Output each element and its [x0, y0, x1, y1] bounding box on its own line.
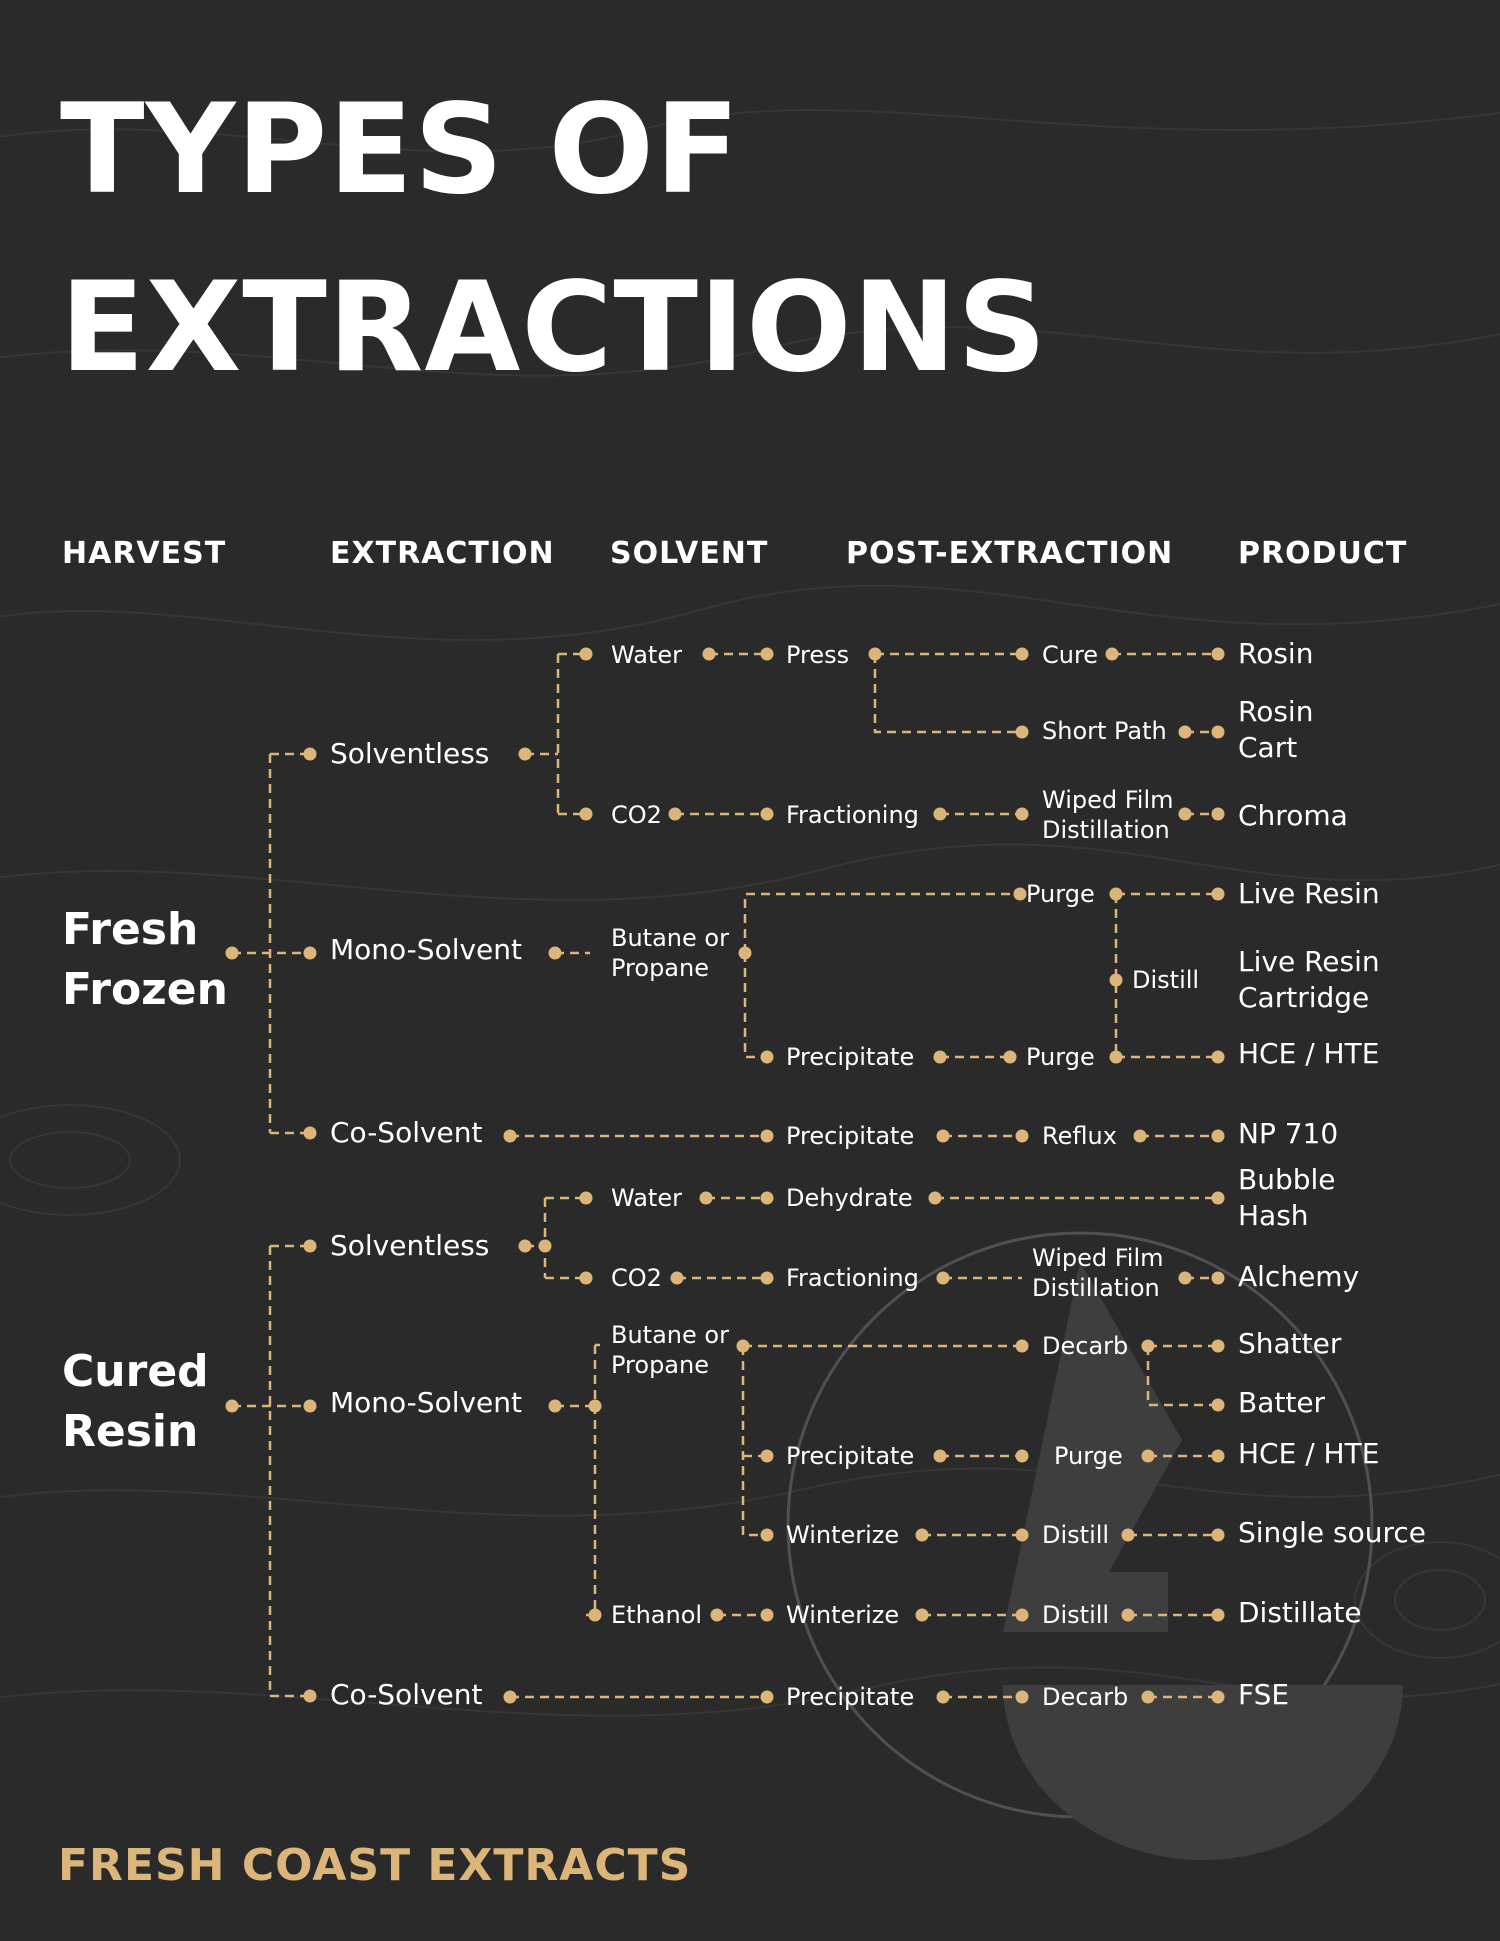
harvest-cured-resin: Cured Resin [62, 1346, 209, 1457]
node-cr-fractioning: Fractioning [786, 1264, 919, 1292]
node-cr-decarb-1: Decarb [1042, 1332, 1129, 1360]
brand-footer: FRESH COAST EXTRACTS [58, 1840, 692, 1891]
node-ff-purge-2: Purge [1026, 1043, 1095, 1071]
node-ff-solventless: Solventless [330, 737, 490, 770]
node-cr-distill-1: Distill [1042, 1521, 1110, 1549]
node-cr-precipitate-2: Precipitate [786, 1683, 915, 1711]
product-hce-hte-2: HCE / HTE [1238, 1437, 1380, 1470]
node-cr-decarb-2: Decarb [1042, 1683, 1129, 1711]
product-fse: FSE [1238, 1678, 1290, 1711]
node-cr-solventless: Solventless [330, 1229, 490, 1262]
node-cr-butane-propane: Butane or Propane [611, 1321, 729, 1379]
node-ff-co-solvent: Co-Solvent [330, 1116, 483, 1149]
node-cr-winterize-2: Winterize [786, 1601, 900, 1629]
product-rosin-cart: Rosin Cart [1238, 695, 1314, 764]
node-ff-short-path: Short Path [1042, 717, 1167, 745]
node-ff-press: Press [786, 641, 850, 669]
column-header-harvest: HARVEST [62, 536, 227, 571]
node-cr-water: Water [611, 1184, 682, 1212]
node-ff-reflux: Reflux [1042, 1122, 1117, 1150]
product-chroma: Chroma [1238, 799, 1348, 832]
page-title-line-2: EXTRACTIONS [60, 256, 1048, 400]
column-header-product: PRODUCT [1238, 536, 1408, 571]
node-ff-distill: Distill [1132, 966, 1200, 994]
node-ff-cure: Cure [1042, 641, 1099, 669]
product-rosin: Rosin [1238, 637, 1314, 670]
column-header-extraction: EXTRACTION [330, 536, 555, 571]
product-batter: Batter [1238, 1386, 1326, 1419]
column-header-solvent: SOLVENT [610, 536, 769, 571]
node-cr-precipitate-1: Precipitate [786, 1442, 915, 1470]
node-cr-distill-2: Distill [1042, 1601, 1110, 1629]
product-shatter: Shatter [1238, 1327, 1342, 1360]
node-ff-butane-propane: Butane or Propane [611, 924, 729, 982]
node-cr-co-solvent: Co-Solvent [330, 1678, 483, 1711]
product-single-source: Single source [1238, 1516, 1426, 1549]
node-ff-co2: CO2 [611, 801, 662, 829]
node-cr-co2: CO2 [611, 1264, 662, 1292]
page-title-line-1: TYPES OF [60, 78, 741, 222]
product-bubble-hash: Bubble Hash [1238, 1163, 1336, 1232]
node-cr-winterize-1: Winterize [786, 1521, 900, 1549]
product-alchemy: Alchemy [1238, 1260, 1360, 1293]
node-cr-ethanol: Ethanol [611, 1601, 703, 1629]
node-ff-precipitate-1: Precipitate [786, 1043, 915, 1071]
node-ff-purge-1: Purge [1026, 880, 1095, 908]
harvest-fresh-frozen: Fresh Frozen [62, 904, 228, 1015]
node-ff-wiped-film: Wiped Film Distillation [1042, 786, 1174, 844]
node-cr-mono-solvent: Mono-Solvent [330, 1386, 522, 1419]
product-live-resin: Live Resin [1238, 877, 1380, 910]
node-ff-water: Water [611, 641, 682, 669]
product-np-710: NP 710 [1238, 1117, 1339, 1150]
node-ff-mono-solvent: Mono-Solvent [330, 933, 522, 966]
product-distillate: Distillate [1238, 1596, 1362, 1629]
node-cr-purge: Purge [1054, 1442, 1123, 1470]
column-header-post-extraction: POST-EXTRACTION [846, 536, 1174, 571]
node-ff-precipitate-2: Precipitate [786, 1122, 915, 1150]
product-live-resin-cartridge: Live Resin Cartridge [1238, 945, 1380, 1014]
node-cr-dehydrate: Dehydrate [786, 1184, 913, 1212]
node-ff-fractioning: Fractioning [786, 801, 919, 829]
node-cr-wiped-film: Wiped Film Distillation [1032, 1244, 1164, 1302]
product-hce-hte-1: HCE / HTE [1238, 1037, 1380, 1070]
